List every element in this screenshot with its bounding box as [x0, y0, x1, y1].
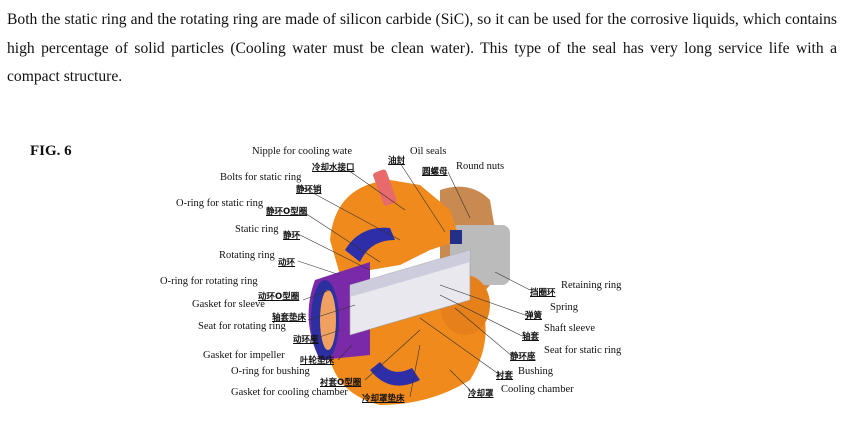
- label-oring-bushing: O-ring for bushing: [231, 366, 310, 377]
- label-gasket-impeller: Gasket for impeller: [203, 350, 285, 361]
- label-oil-seals-zh: 油封: [388, 156, 406, 166]
- label-cooling-chamber-zh: 冷却罩: [468, 389, 494, 399]
- label-round-nuts: Round nuts: [456, 161, 505, 172]
- label-retaining-ring: Retaining ring: [561, 280, 622, 291]
- label-gasket-sleeve-zh: 轴套垫床: [272, 313, 307, 323]
- label-retaining-ring-zh: 挡圈环: [530, 288, 556, 298]
- label-seat-static-ring-zh: 静环座: [510, 352, 536, 362]
- label-seat-static-ring: Seat for static ring: [544, 345, 622, 356]
- label-nipple-cooling-water-zh: 冷却水接口: [312, 163, 355, 173]
- label-bolts-static-ring-zh: 静环销: [296, 185, 322, 195]
- label-static-ring: Static ring: [235, 224, 279, 235]
- label-rotating-ring-zh: 动环: [278, 258, 296, 268]
- label-nipple-cooling-water: Nipple for cooling wate: [252, 146, 353, 157]
- label-bolts-static-ring: Bolts for static ring: [220, 172, 302, 183]
- label-gasket-cooling-chamber-zh: 冷却罩垫床: [362, 394, 405, 404]
- label-cooling-chamber: Cooling chamber: [501, 384, 574, 395]
- label-oring-static-ring-zh: 静环O型圈: [266, 207, 308, 217]
- figure-title: FIG. 6: [30, 143, 72, 159]
- label-spring-zh: 弹簧: [525, 311, 543, 321]
- label-rotating-ring: Rotating ring: [219, 250, 275, 261]
- label-oring-bushing-zh: 衬套O型圈: [320, 378, 362, 388]
- label-bushing-zh: 衬套: [496, 371, 514, 381]
- label-gasket-cooling-chamber: Gasket for cooling chamber: [231, 387, 348, 398]
- label-oring-rotating-ring-zh: 动环O型圈: [258, 292, 300, 302]
- label-seat-rotating-ring-zh: 动环座: [293, 335, 319, 345]
- label-bushing: Bushing: [518, 366, 554, 377]
- label-oring-static-ring: O-ring for static ring: [176, 198, 264, 209]
- label-shaft-sleeve-zh: 轴套: [522, 332, 540, 342]
- label-round-nuts-zh: 圆螺母: [422, 167, 448, 177]
- label-gasket-sleeve: Gasket for sleeve: [192, 299, 265, 310]
- label-oil-seals: Oil seals: [410, 146, 447, 157]
- label-gasket-impeller-zh: 叶轮垫床: [300, 356, 335, 366]
- label-shaft-sleeve: Shaft sleeve: [544, 323, 596, 334]
- label-static-ring-zh: 静环: [283, 231, 301, 241]
- description-paragraph: Both the static ring and the rotating ri…: [7, 11, 837, 85]
- label-oring-rotating-ring: O-ring for rotating ring: [160, 276, 258, 287]
- label-seat-rotating-ring: Seat for rotating ring: [198, 321, 286, 332]
- label-spring: Spring: [550, 302, 579, 313]
